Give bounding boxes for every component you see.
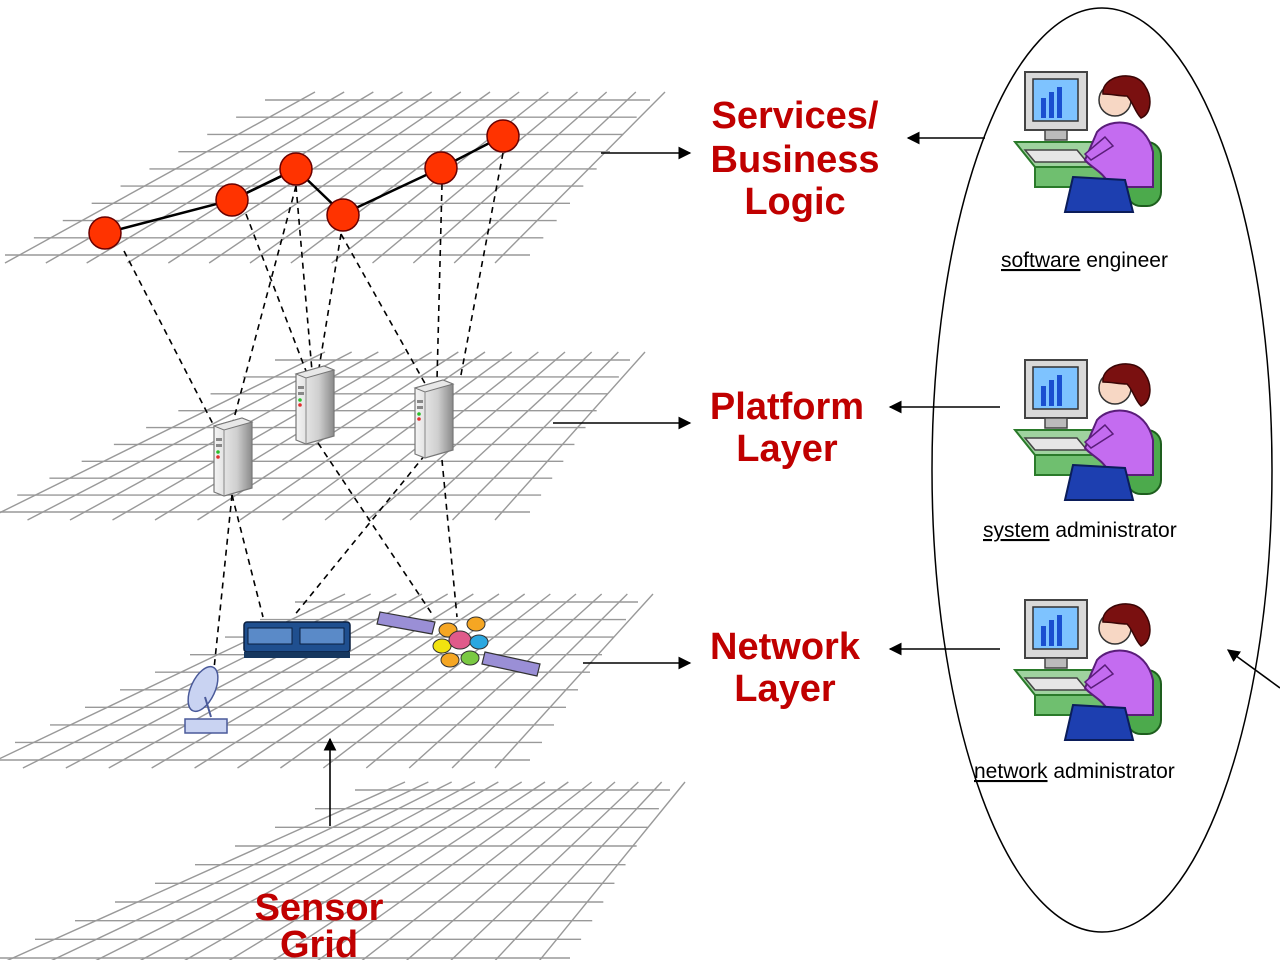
grid-line: [408, 593, 603, 769]
grid-line: [452, 351, 619, 521]
grid-line: [317, 781, 569, 960]
label-line: Sensor: [255, 887, 384, 929]
service-node: [279, 152, 313, 186]
grid-line: [451, 593, 628, 769]
label-line: Services/: [712, 95, 879, 137]
grid-line: [494, 781, 663, 960]
platform-layer-label: Platform Layer: [710, 386, 864, 470]
network-layer-label: Network Layer: [710, 626, 861, 710]
grid-line: [0, 351, 326, 514]
server-icon: [295, 365, 335, 445]
label-line: Network: [710, 626, 861, 668]
service-node: [326, 198, 360, 232]
grid-line: [409, 351, 593, 521]
person-at-computer-icon: [1014, 71, 1162, 213]
server-icon: [213, 417, 253, 497]
label-line: Platform: [710, 386, 864, 428]
grid-line: [272, 781, 546, 960]
grid-line: [127, 91, 403, 264]
grid-line: [139, 781, 476, 960]
grid-line: [494, 91, 666, 264]
grid-line: [322, 593, 551, 769]
grid-line: [450, 781, 639, 960]
label-line: Business: [711, 139, 880, 181]
grid-line: [154, 351, 433, 521]
server-icon: [414, 379, 454, 459]
grid-line: [51, 781, 429, 960]
grid-line: [112, 351, 406, 521]
person-at-computer-icon: [1014, 599, 1162, 741]
grid-line: [108, 593, 423, 769]
role-system-administrator: system administrator: [983, 519, 1177, 542]
sensor-grid-label: Sensor Grid: [255, 887, 384, 960]
label-line: Logic: [744, 181, 845, 223]
router-icon: [243, 621, 351, 658]
service-node: [486, 119, 520, 153]
grid-line: [6, 781, 406, 960]
satellite-dish-icon: [184, 665, 228, 734]
grid-line: [208, 91, 462, 264]
grid-line: [282, 351, 513, 521]
role-software-engineer: software engineer: [1001, 249, 1168, 272]
grid-line: [86, 91, 374, 264]
service-graph: [88, 119, 520, 250]
person-at-computer-icon: [1014, 359, 1162, 501]
grid-line: [290, 91, 520, 264]
role-network-administrator: network administrator: [974, 760, 1175, 783]
grid-line: [412, 91, 608, 264]
grid-line: [4, 91, 316, 264]
grid-line: [249, 91, 491, 264]
grid-line: [184, 781, 499, 960]
service-node: [215, 183, 249, 217]
label-line: Layer: [734, 668, 836, 710]
grid-line: [365, 593, 577, 769]
grid-line: [372, 91, 578, 264]
grid-line: [361, 781, 593, 960]
grid-line: [494, 351, 646, 521]
service-node: [88, 216, 122, 250]
grid-line: [228, 781, 523, 960]
satellite-icon: [376, 611, 541, 677]
grid-line: [367, 351, 566, 521]
grid-line: [453, 91, 637, 264]
label-line: Layer: [736, 428, 838, 470]
stakeholder-ellipse: [931, 7, 1273, 933]
services-layer-label: Services/ Business Logic: [711, 95, 880, 223]
grid-line: [494, 593, 654, 769]
grid-line: [95, 781, 452, 960]
service-node: [424, 151, 458, 185]
grid-line: [538, 781, 686, 960]
grid-line: [405, 781, 616, 960]
label-line: Grid: [280, 924, 358, 960]
grid-line: [237, 593, 500, 769]
dashed-connections: [123, 152, 504, 670]
